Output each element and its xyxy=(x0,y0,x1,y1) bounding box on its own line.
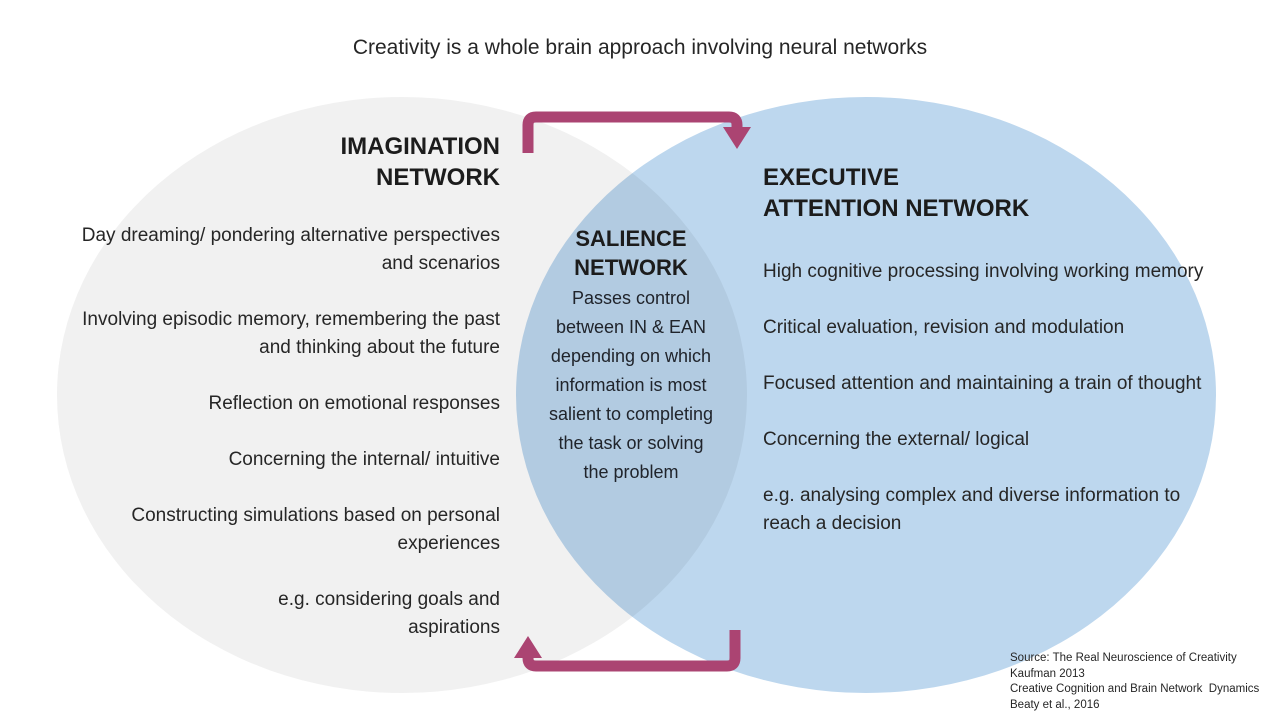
imagination-item: Constructing simulations based on person… xyxy=(131,505,500,554)
heading-line: IMAGINATION xyxy=(340,133,500,160)
imagination-network-items: Day dreaming/ pondering alternative pers… xyxy=(60,222,500,642)
executive-item: Focused attention and maintaining a trai… xyxy=(763,373,1202,394)
source-line: Beaty et al., 2016 xyxy=(1010,698,1100,711)
heading-line: ATTENTION NETWORK xyxy=(763,195,1030,222)
source-line: Kaufman 2013 xyxy=(1010,667,1085,680)
executive-attention-network-items: High cognitive processing involving work… xyxy=(763,258,1215,538)
imagination-item: Reflection on emotional responses xyxy=(208,393,500,414)
source-line: Source: The Real Neuroscience of Creativ… xyxy=(1010,652,1237,664)
arrow-imagination-to-executive-icon xyxy=(522,111,743,153)
heading-line: NETWORK xyxy=(574,255,688,280)
imagination-item: Day dreaming/ pondering alternative pers… xyxy=(81,225,500,274)
imagination-item: Concerning the internal/ intuitive xyxy=(228,449,500,470)
slide-title: Creativity is a whole brain approach inv… xyxy=(352,36,928,59)
heading-line: EXECUTIVE xyxy=(763,164,900,191)
salience-network-heading: SALIENCE NETWORK xyxy=(544,224,718,282)
executive-item: High cognitive processing involving work… xyxy=(763,261,1204,282)
executive-item: Concerning the external/ logical xyxy=(763,429,1030,450)
source-citation: Source: The Real Neuroscience of Creativ… xyxy=(1010,651,1259,713)
source-line: Creative Cognition and Brain Network Dyn… xyxy=(1010,683,1260,695)
imagination-network-heading: IMAGINATION NETWORK xyxy=(60,131,500,193)
imagination-network-section: IMAGINATION NETWORK Day dreaming/ ponderi… xyxy=(60,131,500,642)
arrow-imagination-to-executive-head-icon xyxy=(723,127,751,149)
executive-attention-network-section: EXECUTIVE ATTENTION NETWORK High cognitiv… xyxy=(763,162,1215,538)
imagination-item: Involving episodic memory, remembering t… xyxy=(82,309,500,358)
imagination-item: e.g. considering goals and aspirations xyxy=(278,589,500,638)
executive-item: Critical evaluation, revision and modula… xyxy=(763,317,1125,338)
arrow-executive-to-imagination-icon xyxy=(522,630,741,672)
salience-network-description: Passes control between IN & EAN dependin… xyxy=(548,288,714,482)
heading-line: NETWORK xyxy=(376,164,500,191)
salience-network-section: SALIENCE NETWORK Passes control between I… xyxy=(544,224,718,487)
executive-attention-network-heading: EXECUTIVE ATTENTION NETWORK xyxy=(763,162,1215,224)
executive-ellipse xyxy=(516,97,1216,693)
executive-item: e.g. analysing complex and diverse infor… xyxy=(763,485,1181,534)
heading-line: SALIENCE xyxy=(575,226,687,251)
arrow-executive-to-imagination-head-icon xyxy=(514,636,542,658)
